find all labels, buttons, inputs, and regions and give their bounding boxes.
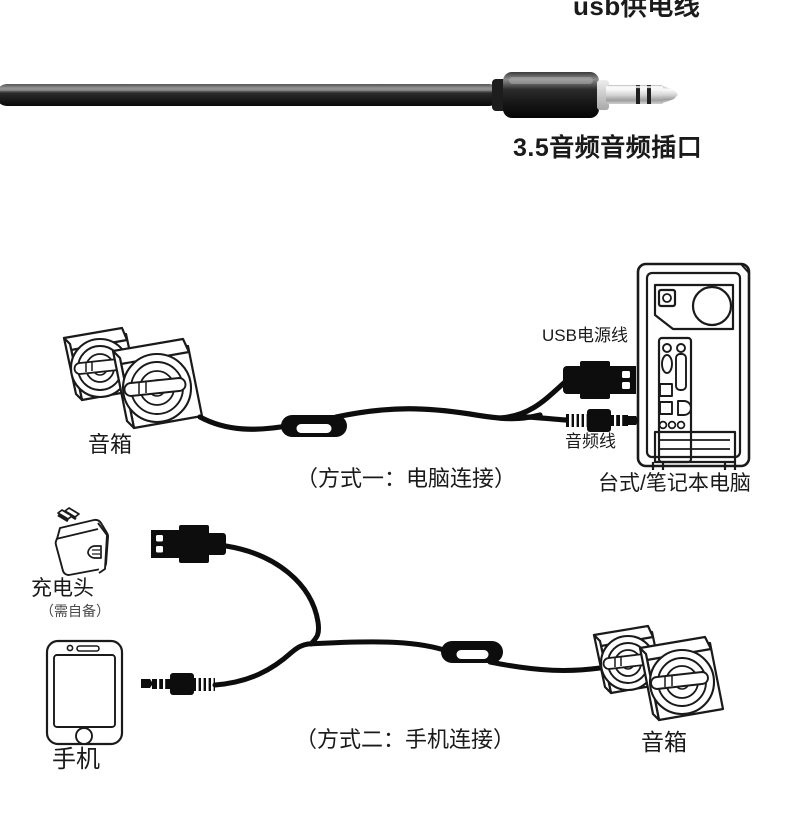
speaker-pair-icon-2 <box>592 624 725 722</box>
method2-cable <box>212 543 603 688</box>
method1-cable <box>197 379 569 432</box>
desktop-tower-icon <box>636 262 751 470</box>
cable-tie-icon-1 <box>281 415 347 437</box>
method-two-caption: （方式二：手机连接） <box>295 727 516 752</box>
speaker-pair-icon-1 <box>62 326 204 430</box>
audio-line-label: 音频线 <box>565 432 616 451</box>
method-one-caption: （方式一：电脑连接） <box>296 466 517 491</box>
computer-label: 台式/笔记本电脑 <box>598 472 751 495</box>
phone-label: 手机 <box>52 746 100 773</box>
speaker-label-method1: 音箱 <box>88 432 133 457</box>
usb-a-plug-icon-2 <box>151 525 226 563</box>
cable-tie-icon-2 <box>441 641 503 663</box>
usb-power-cable-title: usb供电线 <box>573 0 701 21</box>
audio-plug-icon-1 <box>566 409 639 432</box>
smartphone-icon <box>45 639 124 746</box>
speaker-label-method2: 音箱 <box>641 729 687 755</box>
charger-note: （需自备） <box>40 603 110 619</box>
usb-power-line-label: USB电源线 <box>542 326 628 345</box>
charger-label: 充电头 <box>31 577 94 600</box>
audio-plug-icon-2 <box>141 673 215 695</box>
top-audio-cable-photo <box>0 72 678 118</box>
audio-jack-title: 3.5音频音频插口 <box>513 134 703 162</box>
wall-charger-icon <box>54 507 109 576</box>
usb-a-plug-icon-1 <box>563 361 636 399</box>
